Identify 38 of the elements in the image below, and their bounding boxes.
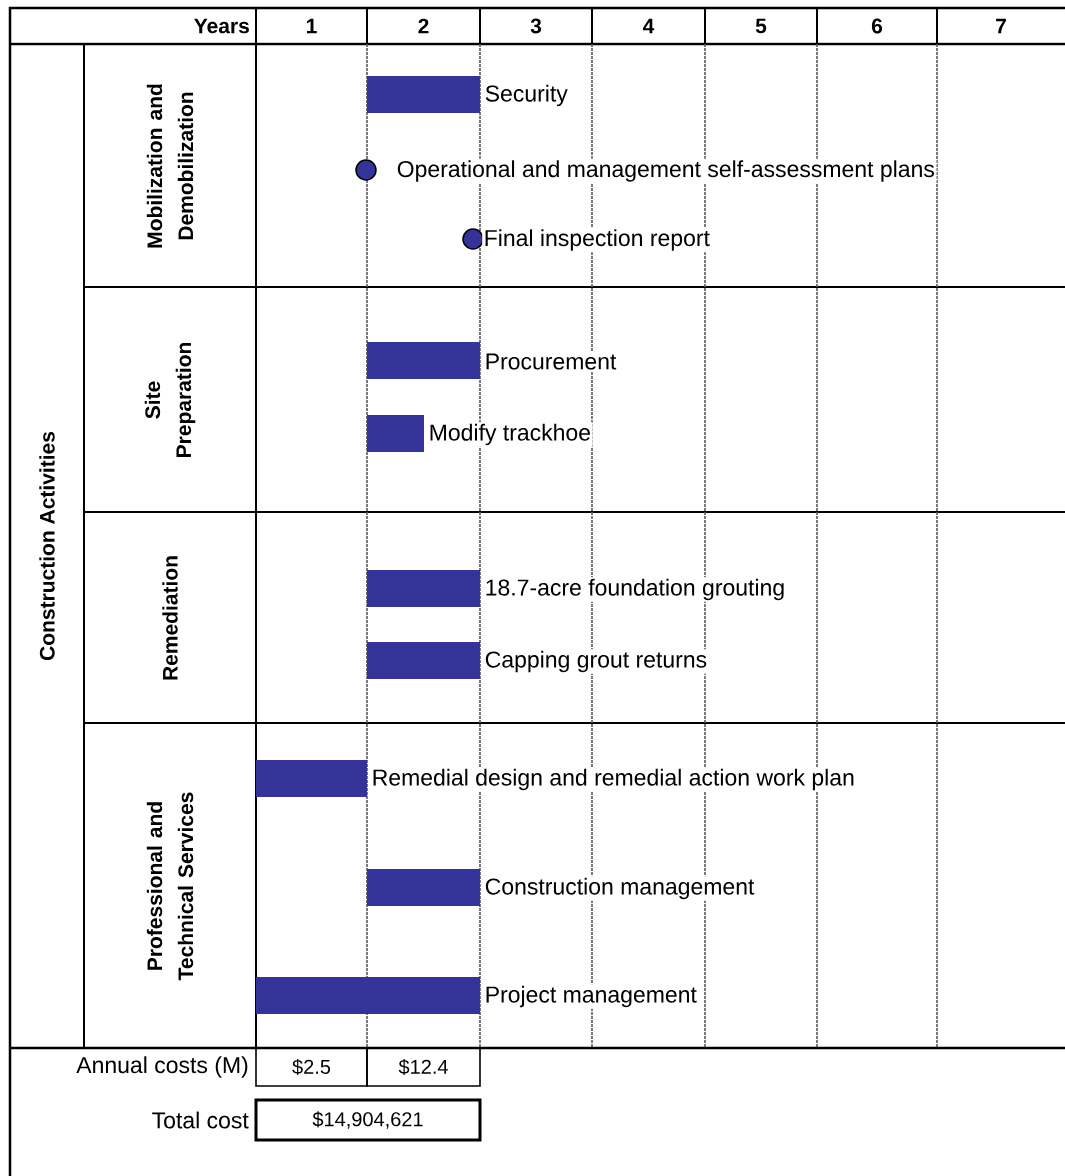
milestone-circle xyxy=(355,159,377,181)
column-header: 5 xyxy=(755,18,767,34)
task-label: Procurement xyxy=(483,352,618,372)
category-heading: Professional and Technical Services xyxy=(146,792,194,981)
task-label: Modify trackhoe xyxy=(427,422,593,447)
task-bar xyxy=(367,76,480,113)
column-header: 7 xyxy=(996,18,1006,34)
category-heading: Site Preparation xyxy=(144,342,196,457)
task-bar xyxy=(256,760,367,797)
task-label: Project management xyxy=(483,984,699,1009)
row-label: Total cost xyxy=(152,1111,249,1129)
task-label: Operational and management self-assessment plans xyxy=(395,158,937,184)
column-header: Years xyxy=(194,18,249,34)
category-heading: Construction Activities xyxy=(39,431,55,661)
row-label: Annual costs (M) xyxy=(76,1056,248,1078)
task-bar xyxy=(367,642,480,679)
task-bar xyxy=(367,869,480,906)
task-bar xyxy=(367,415,424,452)
task-label: Final inspection report xyxy=(482,227,712,253)
task-bar xyxy=(367,342,480,379)
category-heading: Mobilization and Demobilization xyxy=(146,84,194,248)
category-heading: Remediation xyxy=(162,556,178,680)
task-label: Capping grout returns xyxy=(483,649,709,674)
task-label: Security xyxy=(483,83,570,108)
task-label: Construction management xyxy=(483,876,756,901)
cost-cell: $14,904,621 xyxy=(254,1098,482,1142)
milestone-circle xyxy=(462,228,484,250)
task-bar xyxy=(256,977,480,1014)
column-header: 3 xyxy=(530,18,542,34)
column-header: 2 xyxy=(418,18,429,34)
cost-cell: $12.4 xyxy=(366,1047,481,1087)
cost-cell: $2.5 xyxy=(255,1047,368,1087)
column-header: 1 xyxy=(307,18,317,34)
task-label: 18.7-acre foundation grouting xyxy=(483,577,787,602)
column-header: 6 xyxy=(871,18,883,34)
task-bar xyxy=(367,570,480,607)
column-header: 4 xyxy=(642,18,655,34)
task-label: Remedial design and remedial action work plan xyxy=(370,767,857,792)
